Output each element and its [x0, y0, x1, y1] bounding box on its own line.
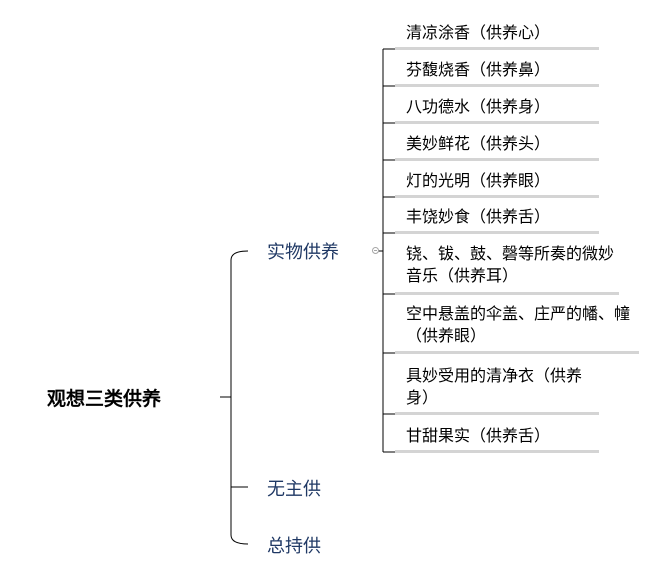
leaf-underline: [395, 158, 599, 161]
leaf-underline: [395, 351, 639, 354]
leaf-underline: [395, 450, 599, 453]
leaf-node[interactable]: 甘甜果实（供养舌）: [406, 426, 551, 445]
leaf-node[interactable]: 空中悬盖的伞盖、庄严的幡、幢（供养眼）: [406, 304, 631, 345]
leaf-node[interactable]: 具妙受用的清净衣（供养身）: [406, 366, 583, 407]
branch-physical-offerings[interactable]: 实物供养: [267, 242, 339, 263]
leaf-node[interactable]: 丰饶妙食（供养舌）: [406, 207, 551, 226]
leaf-underline: [395, 195, 599, 198]
leaf-node[interactable]: 美妙鲜花（供养头）: [406, 134, 551, 153]
leaf-node[interactable]: 灯的光明（供养眼）: [406, 171, 551, 190]
leaf-node[interactable]: 清凉涂香（供养心）: [406, 23, 551, 42]
leaf-node[interactable]: 八功德水（供养身）: [406, 97, 551, 116]
branch-total-holding-offerings[interactable]: 总持供: [267, 536, 321, 557]
leaf-underline: [395, 292, 619, 295]
collapse-toggle-icon[interactable]: [372, 247, 379, 254]
leaf-underline: [395, 121, 599, 124]
leaf-node[interactable]: 芬馥烧香（供养鼻）: [406, 60, 551, 79]
leaf-underline: [395, 412, 599, 415]
leaf-node[interactable]: 铙、钹、鼓、磬等所奏的微妙音乐（供养耳）: [406, 244, 615, 285]
leaf-underline: [395, 47, 599, 50]
leaf-underline: [395, 84, 599, 87]
root-node[interactable]: 观想三类供养: [47, 388, 162, 410]
branch-unowned-offerings[interactable]: 无主供: [267, 479, 321, 500]
leaf-underline: [395, 231, 599, 234]
